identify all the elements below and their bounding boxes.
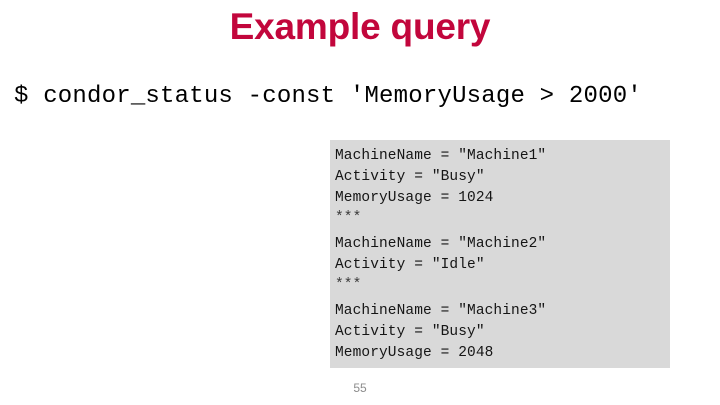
page-number: 55 [353, 381, 367, 395]
terminal-command-line: $ condor_status -const 'MemoryUsage > 20… [14, 83, 642, 110]
output-line-activity: Activity = "Idle" [335, 257, 485, 273]
output-line-machine-name: MachineName = "Machine2" [335, 236, 547, 252]
output-separator: *** [335, 210, 362, 226]
output-block: MachineName = "Machine2" Activity = "Idl… [335, 234, 670, 295]
output-block: MachineName = "Machine1" Activity = "Bus… [335, 146, 670, 228]
output-line-activity: Activity = "Busy" [335, 324, 485, 340]
output-line-machine-name: MachineName = "Machine3" [335, 303, 547, 319]
output-line-machine-name: MachineName = "Machine1" [335, 148, 547, 164]
terminal-output-panel: MachineName = "Machine1" Activity = "Bus… [330, 140, 670, 368]
output-line-activity: Activity = "Busy" [335, 169, 485, 185]
output-line-memory-usage: MemoryUsage = 1024 [335, 190, 494, 206]
output-block: MachineName = "Machine3" Activity = "Bus… [335, 301, 670, 364]
page-title: Example query [229, 6, 491, 47]
output-line-memory-usage: MemoryUsage = 2048 [335, 345, 494, 361]
output-separator: *** [335, 277, 362, 293]
